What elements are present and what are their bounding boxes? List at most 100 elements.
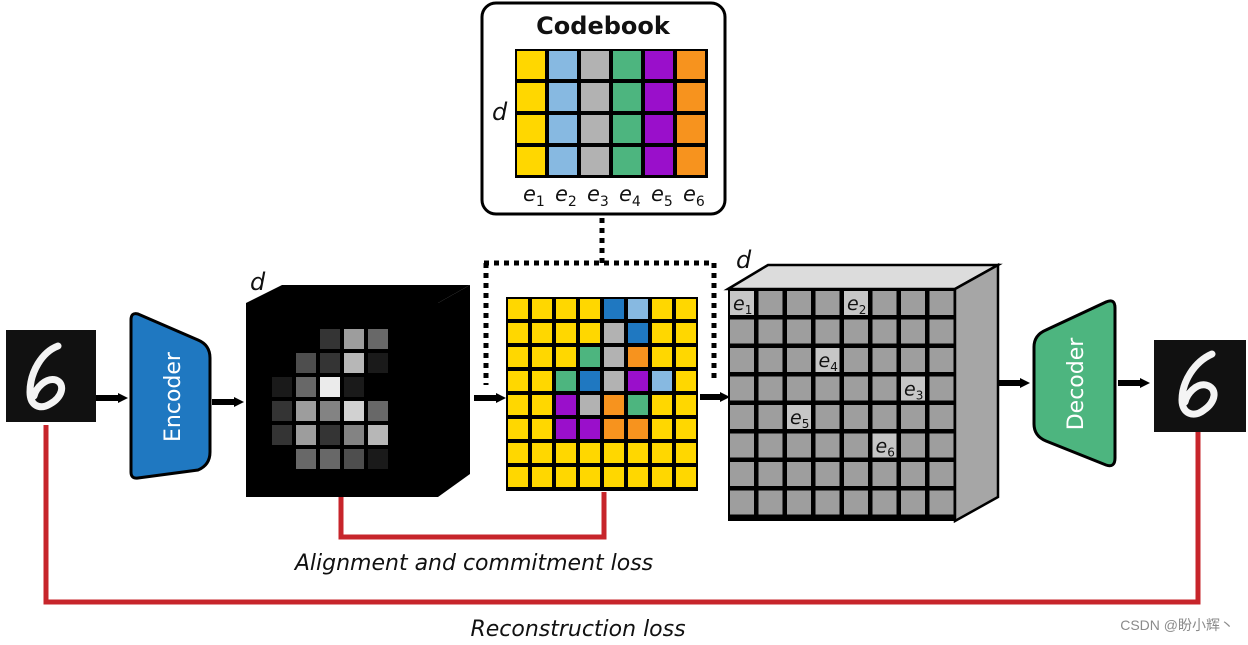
- quantized-grid-cell: [532, 347, 552, 367]
- cube-grid-cell: [872, 348, 897, 372]
- codebook-cell-e2-row3: [549, 115, 577, 143]
- quantized-grid-cell: [604, 419, 624, 439]
- encoder-grid-cell: [392, 473, 412, 493]
- cube-annotated-cell: [901, 376, 925, 401]
- codebook-lookup-dashed-line: [483, 218, 717, 385]
- cube-grid-cell: [901, 490, 925, 515]
- cube-grid-cell: [901, 319, 925, 344]
- quantized-grid-cell: [508, 395, 528, 415]
- quantized-grid-cell: [532, 323, 552, 343]
- cube-side-face: [953, 262, 1000, 524]
- quantized-grid-cell: [604, 347, 624, 367]
- encoder-grid-cell: [248, 473, 268, 493]
- quantized-grid-cell: [580, 467, 600, 487]
- codebook-cell-e2-row4: [549, 147, 577, 175]
- quantized-grid-cell: [652, 371, 672, 391]
- cube-grid-cell: [929, 376, 954, 401]
- cube-grid-cell: [758, 319, 783, 344]
- encoder-label: Encoder: [161, 351, 186, 442]
- cube-grid-cell: [844, 462, 868, 486]
- cube-grid-cell: [815, 376, 840, 401]
- cube-grid-cell: [901, 462, 925, 486]
- quantized-grid-cell: [556, 371, 576, 391]
- encoder-grid-cell: [368, 449, 388, 469]
- encoder-grid-cell: [344, 449, 364, 469]
- csdn-watermark: CSDN @盼小辉丶: [1120, 617, 1234, 633]
- flow-arrows: [96, 378, 1150, 407]
- encoder-grid-cell: [248, 401, 268, 421]
- quantized-grid-cell: [676, 443, 696, 463]
- encoder-grid-cell: [392, 377, 412, 397]
- cube-grid-cell: [730, 462, 754, 486]
- cube-grid-cell: [844, 376, 868, 401]
- cube-grid-cell: [787, 348, 811, 372]
- quantized-grid-cell: [628, 443, 648, 463]
- alignment-loss-line: [338, 492, 607, 540]
- cube-grid-cell: [872, 291, 897, 315]
- cube-grid-cell: [815, 291, 840, 315]
- cube-grid-cell: [815, 433, 840, 458]
- cube-grid-cell: [758, 462, 783, 486]
- encoder-grid-cell: [272, 329, 292, 349]
- codebook-cell-e6-row2: [677, 83, 705, 111]
- encoder-grid-cell: [248, 377, 268, 397]
- encoder-grid-cell: [344, 329, 364, 349]
- encoder-grid-cell: [320, 305, 340, 325]
- encoder-grid-cell: [368, 353, 388, 373]
- cube-grid-cell: [730, 319, 754, 344]
- alignment-commitment-loss-label: Alignment and commitment loss: [293, 551, 653, 576]
- encoder-grid-cell: [368, 401, 388, 421]
- encoder-grid-cell: [296, 305, 316, 325]
- quantized-grid-cell: [532, 467, 552, 487]
- quantized-grid-cell: [580, 419, 600, 439]
- quantized-grid-cell: [628, 323, 648, 343]
- quantized-grid-cell: [508, 323, 528, 343]
- quantized-grid-cell: [604, 467, 624, 487]
- encoder-grid-cell: [392, 353, 412, 373]
- encoder-grid-top-face: [246, 285, 470, 303]
- cube-grid-cell: [872, 405, 897, 429]
- encoder-grid-cell: [392, 305, 412, 325]
- quantized-grid-cell: [556, 419, 576, 439]
- encoder-grid-cell: [368, 473, 388, 493]
- quantized-grid-cell: [508, 419, 528, 439]
- encoder-grid-cell: [416, 353, 436, 373]
- encoder-grid-cell: [416, 377, 436, 397]
- encoder-grid-cell: [368, 377, 388, 397]
- encoder-grid-cell: [344, 401, 364, 421]
- decoder-block: Decoder: [1032, 299, 1117, 468]
- encoder-grid-cell: [344, 425, 364, 445]
- cube-dim-label: d: [736, 246, 752, 274]
- cube-grid-cell: [758, 348, 783, 372]
- cube-grid-cell: [730, 433, 754, 458]
- cube-grid-cell: [787, 433, 811, 458]
- encoder-grid-cell: [416, 329, 436, 349]
- quantized-grid-cell: [628, 419, 648, 439]
- encoder-grid-cell: [368, 329, 388, 349]
- quantized-grid-cell: [580, 299, 600, 319]
- cube-grid-cell: [730, 490, 754, 515]
- encoder-grid-dim-label: d: [250, 268, 266, 296]
- encoder-grid-cell: [248, 329, 268, 349]
- quantized-grid-cell: [508, 347, 528, 367]
- quantized-grid-cell: [604, 323, 624, 343]
- quantized-grid-cell: [628, 299, 648, 319]
- codebook-cell-e3-row4: [581, 147, 609, 175]
- codebook-cell-e4-row4: [613, 147, 641, 175]
- encoder-grid-cell: [344, 473, 364, 493]
- encoder-grid-cell: [248, 425, 268, 445]
- quantized-grid-cell: [652, 467, 672, 487]
- quantized-grid-cell: [580, 347, 600, 367]
- codebook-cell-e3-row2: [581, 83, 609, 111]
- encoder-grid-cell: [392, 449, 412, 469]
- quantized-grid-cell: [556, 443, 576, 463]
- cube-grid-cell: [758, 433, 783, 458]
- quantized-grid-cell: [532, 419, 552, 439]
- cube-grid-cell: [730, 348, 754, 372]
- encoder-grid-cell: [272, 353, 292, 373]
- codebook-cell-e6-row1: [677, 51, 705, 79]
- encoder-grid-cell: [368, 425, 388, 445]
